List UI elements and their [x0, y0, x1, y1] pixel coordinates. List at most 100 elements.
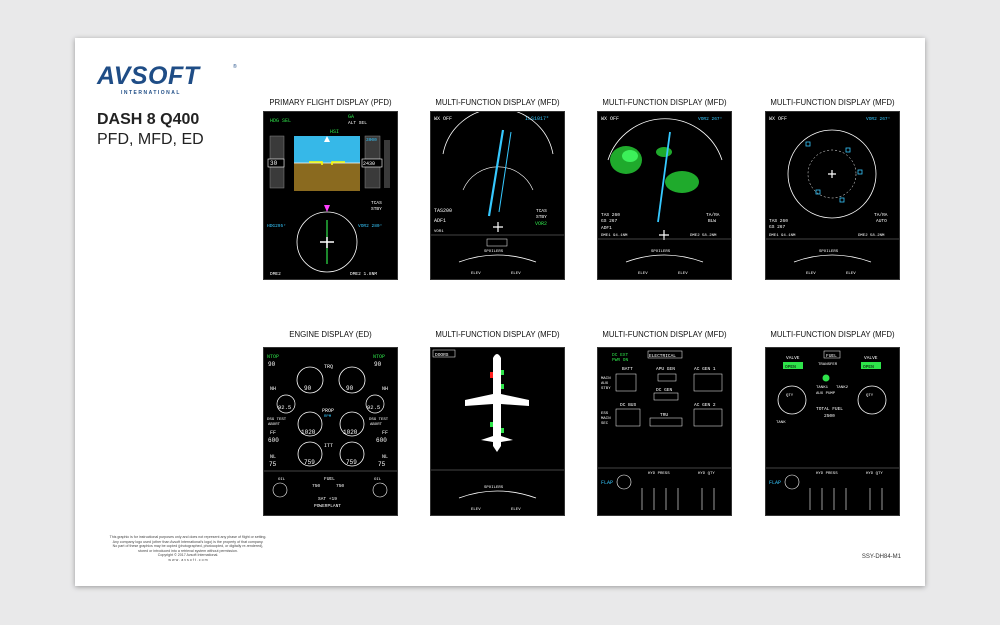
ed-ff-left: FF	[270, 430, 276, 436]
mfd2-vor: VOR2 267°	[698, 116, 722, 122]
ed-ff1: 600	[268, 437, 279, 444]
mfd3-graphic: WX OFF VOR2 267° TAS 260 GS 267 TA/RA AU…	[766, 116, 899, 276]
mfd6-graphic: FUEL VALVE OPEN VALVE OPEN TRANSFER TANK…	[766, 350, 899, 510]
mfd2-elev-right: ELEV	[678, 272, 688, 276]
panel-label-pfd: PRIMARY FLIGHT DISPLAY (PFD)	[269, 98, 392, 107]
elec-ess: ESS	[601, 412, 609, 416]
mfd2-spoilers: SPOILERS	[651, 250, 671, 254]
mfd2-ta-ra: TA/RA	[706, 212, 720, 218]
pfd-hsi: HSI	[330, 129, 339, 135]
ed-graphic: NTOP 90 NTOP 90 TRQ 90 90 NH NH 92.5 92.…	[264, 354, 397, 509]
pfd-dme2: DME2 1.8NM	[350, 271, 377, 277]
fuel-valve-left: VALVE	[786, 355, 800, 361]
pfd-hdg-bug: HDG295°	[267, 223, 286, 229]
ed-ff-right: FF	[382, 430, 388, 436]
trq-gauge-left	[296, 366, 324, 394]
pfd-speed: 30	[270, 160, 278, 167]
mfd3-vor: VOR2 267°	[866, 116, 890, 122]
ed-trq2: 90	[346, 385, 354, 392]
elec-pwr-on: PWR ON	[612, 357, 629, 363]
mfd1-wx: WX OFF	[434, 116, 452, 122]
mfd2-dme1: DME1 94.1NM	[601, 234, 628, 238]
ed-dsg-test-left: DSG TEST	[267, 418, 287, 422]
mfd1-aircraft	[493, 222, 503, 232]
heading-bug	[324, 205, 330, 212]
mfd3-dme1: DME1 94.1NM	[769, 234, 796, 238]
mfd1-elev-right: ELEV	[511, 272, 521, 276]
weather-cell-2	[665, 171, 699, 193]
disclaimer-line: Copyright © 2017 Avsoft International.	[157, 553, 219, 558]
mfd2-tas: TAS 260	[601, 212, 620, 218]
elec-apu-gen: APU GEN	[656, 366, 675, 372]
ed-ntop-right: NTOP	[373, 354, 385, 360]
mfd1-compass-arc	[442, 112, 554, 155]
vsi-scale	[384, 140, 390, 188]
aircraft-wings	[465, 394, 529, 406]
pfd-hdg-sel: HDG SEL	[270, 118, 291, 124]
mfd-display-5: DC EXT PWR ON ELECTRICAL BATT APU GEN AC…	[597, 347, 732, 516]
aircraft-title: DASH 8 Q400	[97, 111, 200, 128]
aux-pump-indicator	[822, 374, 830, 382]
engine-display: NTOP 90 NTOP 90 TRQ 90 90 NH NH 92.5 92.…	[263, 347, 398, 516]
ed-nh-right: NH	[382, 386, 388, 392]
ed-trq1: 90	[304, 385, 312, 392]
pfd-dme1: DME2	[270, 271, 281, 277]
pfd-tcas: TCAS	[371, 200, 382, 206]
disclaimer-line: This graphic is for instructional purpos…	[109, 535, 267, 539]
prop-gauge-right	[339, 411, 365, 437]
poster-sheet: AVSOFT ® INTERNATIONAL DASH 8 Q400 PFD, …	[75, 38, 925, 586]
mfd5-graphic: DC EXT PWR ON ELECTRICAL BATT APU GEN AC…	[598, 350, 731, 510]
mfd4-elev-left: ELEV	[471, 508, 481, 512]
ed-prop2: 1020	[343, 429, 358, 436]
ed-fuel2: 750	[336, 483, 344, 489]
oil-gauge-right	[372, 482, 388, 498]
mfd2-graphic: WX OFF VOR2 267° TAS 260 GS 267 ADF1 TA/…	[598, 116, 731, 276]
mfd1-tas: TAS200	[434, 208, 452, 214]
roll-pointer	[324, 136, 330, 142]
fuel-open-right: OPEN	[863, 364, 874, 370]
panel-label-mfd-4: MULTI-FUNCTION DISPLAY (MFD)	[435, 330, 560, 339]
mfd2-adf: ADF1	[601, 225, 612, 231]
document-number: SSY-DH84-M1	[861, 554, 901, 560]
elec-batt: BATT	[622, 366, 633, 372]
ed-nl2: 75	[378, 461, 386, 468]
ed-sat: SAT +19	[318, 496, 337, 502]
mfd-display-1: WX OFF ILS1017° TAS200 ADF1 TCAS STBY VO…	[430, 111, 565, 280]
mfd-display-3: WX OFF VOR2 267° TAS 260 GS 267 TA/RA AU…	[765, 111, 900, 280]
nh-gauge-right	[365, 394, 385, 414]
panel-label-mfd-2: MULTI-FUNCTION DISPLAY (MFD)	[602, 98, 727, 107]
ed-nh2: 92.5	[367, 404, 380, 411]
trq-gauge-right	[338, 366, 366, 394]
mfd1-course-line	[487, 129, 505, 217]
ed-fuel1: 750	[312, 483, 320, 489]
mfd2-blw: BLW	[708, 218, 716, 224]
aircraft-fuselage	[493, 354, 501, 452]
fuel-title: FUEL	[826, 353, 837, 359]
elec-ac-gen1: AC GEN 1	[694, 366, 716, 372]
pfd-graphic: HDG SEL GA ALT SEL HSI 30 3000 2430 TCAS…	[267, 114, 390, 277]
fuel-open-left: OPEN	[785, 364, 796, 370]
ed-itt1: 759	[304, 459, 315, 466]
ed-ntop-left: NTOP	[267, 354, 279, 360]
fuel-aux-pump: AUX PUMP	[816, 392, 836, 396]
mfd4-elev-right: ELEV	[511, 508, 521, 512]
ed-itt2: 759	[346, 459, 357, 466]
panel-label-mfd-5: MULTI-FUNCTION DISPLAY (MFD)	[602, 330, 727, 339]
website-link[interactable]: w w w . a v s o f t . c o m	[168, 557, 208, 562]
elec-dc-gen: DC GEN	[656, 387, 673, 393]
elec-aux: AUX	[601, 382, 609, 386]
mfd3-spoilers: SPOILERS	[819, 250, 839, 254]
mfd2-gs: GS 267	[601, 218, 618, 224]
mfd1-spoilers: SPOILERS	[484, 250, 504, 254]
ed-itt-label: ITT	[324, 443, 333, 449]
mfd1-graphic: WX OFF ILS1017° TAS200 ADF1 TCAS STBY VO…	[431, 112, 564, 276]
speed-box	[267, 158, 285, 168]
elec-stby: STBY	[601, 387, 611, 391]
fuel-qty-gauge-left	[777, 385, 807, 415]
ed-nh1: 92.5	[278, 404, 291, 411]
pfd-alt-top: 3000	[366, 137, 377, 143]
ed-nl-right: NL	[382, 454, 388, 460]
aircraft-symbol	[309, 161, 345, 165]
mfd2-dme2: DME2 58.2NM	[690, 234, 717, 238]
disclaimer-line: Any company logo used (other than Avsoft…	[112, 539, 264, 544]
